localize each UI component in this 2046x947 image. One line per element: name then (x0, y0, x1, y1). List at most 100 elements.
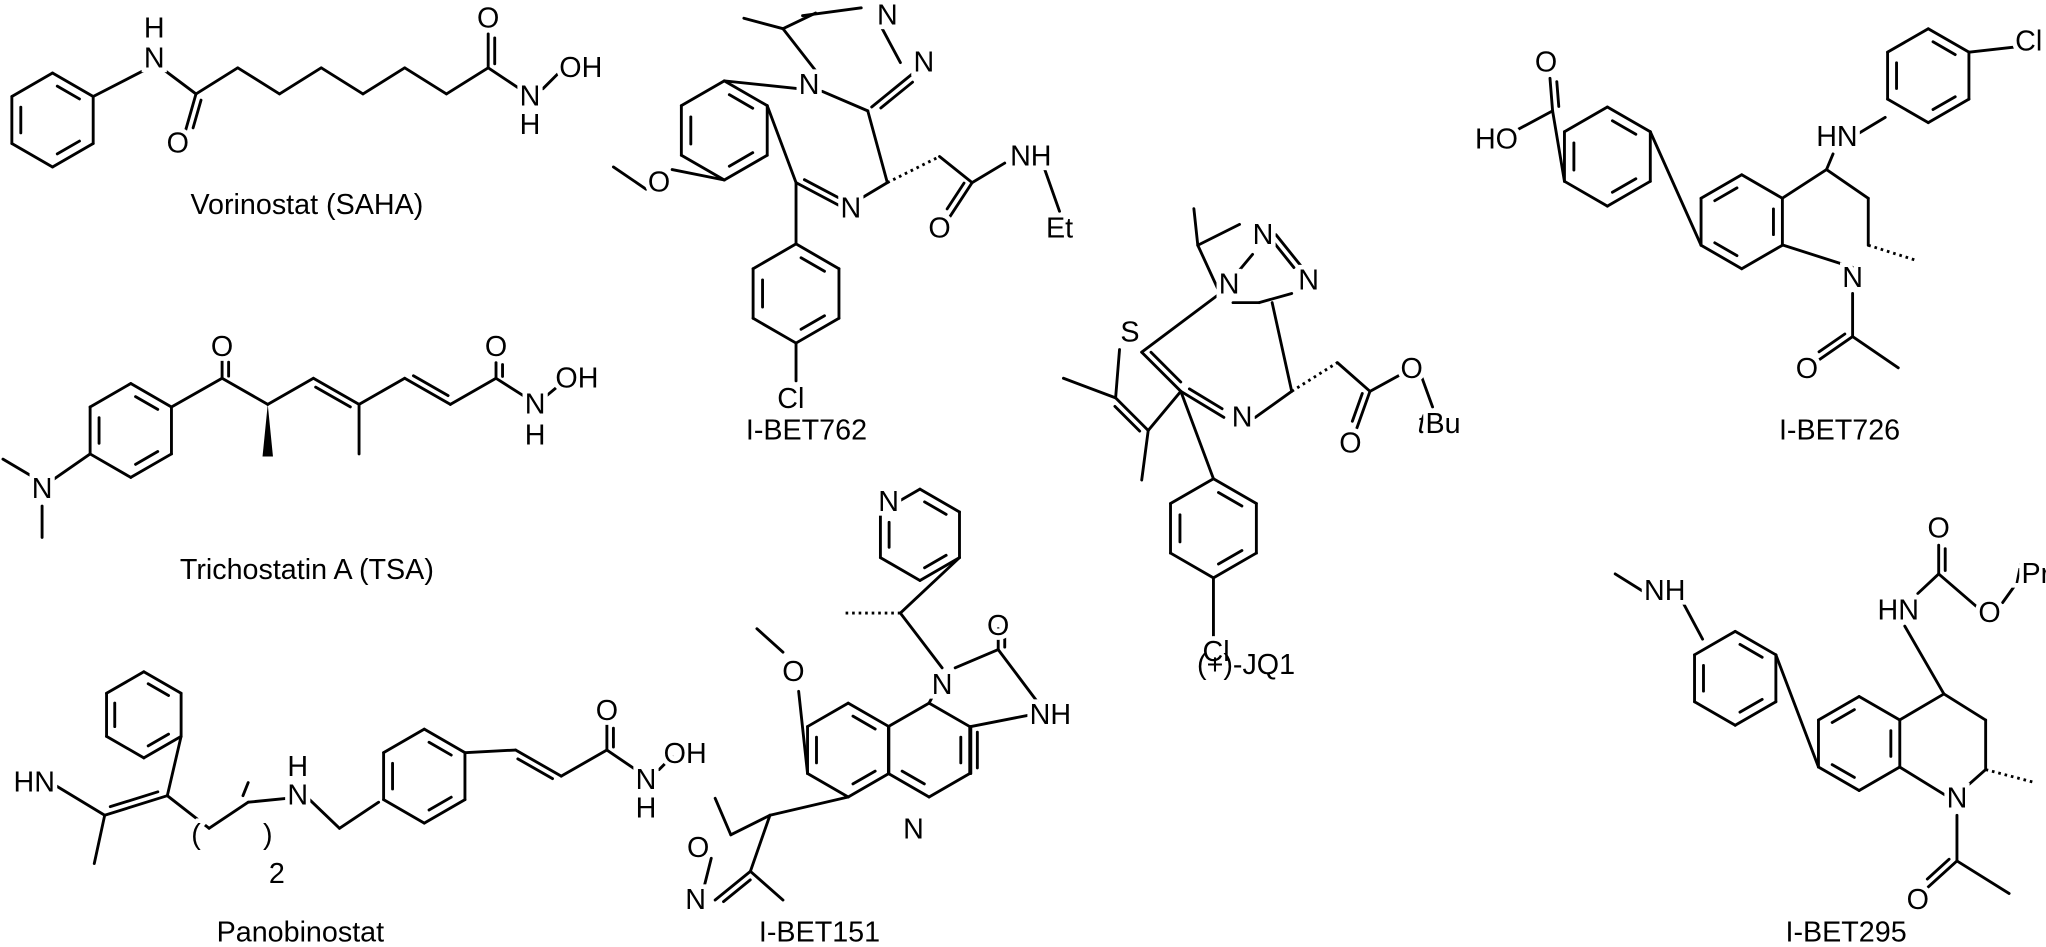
bond (241, 781, 250, 798)
bond (713, 869, 752, 902)
atom-label: O (1978, 597, 2000, 629)
compound-name: I-BET295 (1785, 917, 1906, 947)
bond (91, 69, 146, 98)
bond (866, 109, 889, 185)
bond (142, 670, 183, 695)
atom-label: HN (1878, 594, 1919, 626)
bond (1274, 233, 1304, 269)
atom-label: NH (1644, 575, 1685, 607)
bond (278, 66, 323, 96)
bond (1187, 387, 1224, 411)
bond (403, 66, 448, 96)
bond (1738, 697, 1764, 714)
bond (713, 796, 733, 837)
atom-label: N (878, 486, 899, 518)
bond (918, 556, 961, 582)
bond (886, 772, 931, 799)
atom-label: Et (1046, 212, 1073, 244)
compound-name: I-BET151 (759, 917, 880, 947)
bond (657, 755, 674, 772)
bond (801, 6, 863, 18)
bond (1931, 95, 1957, 111)
bond (382, 798, 426, 825)
bond (722, 153, 769, 182)
compound-name: (+)-JQ1 (1197, 649, 1295, 681)
bond (1931, 40, 1957, 57)
bond (1272, 241, 1296, 269)
bond (851, 769, 877, 786)
bond (361, 66, 407, 96)
bond (1962, 768, 1988, 791)
bond (1179, 389, 1226, 419)
compound-name: Trichostatin A (TSA) (180, 554, 434, 586)
bond (859, 181, 889, 200)
bond (900, 769, 926, 786)
bond (679, 153, 726, 182)
bond (781, 27, 821, 78)
bond (544, 382, 563, 398)
atom-label: N (914, 47, 935, 79)
bond (1955, 859, 2011, 895)
bond (92, 813, 107, 865)
bond (1830, 763, 1856, 779)
atom-label: N (1298, 264, 1319, 296)
bond (1898, 692, 1946, 722)
bond (105, 670, 146, 695)
bond (945, 181, 966, 211)
atom-label: N (520, 81, 541, 113)
bond (1290, 361, 1339, 393)
atom-label: OH (559, 52, 602, 84)
bond (1563, 105, 1609, 134)
atom-label: OH (664, 738, 707, 770)
bond (923, 553, 948, 570)
bond (51, 142, 95, 169)
bond (806, 701, 850, 728)
bond (191, 98, 203, 130)
bond (820, 89, 870, 113)
bond (1179, 389, 1215, 481)
bond (142, 734, 183, 760)
bond (1926, 859, 1959, 889)
atom-label: O (596, 695, 618, 727)
bond (727, 151, 755, 168)
bond (879, 80, 914, 110)
atom-label: NH (1010, 141, 1051, 173)
bond (1140, 350, 1183, 393)
bond (403, 376, 452, 406)
bond (703, 856, 713, 886)
bond (1733, 629, 1778, 657)
bond (1648, 130, 1703, 247)
bond (1350, 392, 1364, 423)
bond (1335, 361, 1372, 393)
bond (494, 376, 527, 398)
bond (246, 796, 289, 804)
bond (923, 500, 948, 516)
atom-label: NH (1030, 699, 1071, 731)
atom-label: N (1219, 268, 1240, 300)
bond (927, 676, 944, 705)
bond (103, 794, 169, 817)
bond (1817, 765, 1861, 792)
bond (1867, 243, 1919, 263)
bond (996, 648, 1039, 704)
bond (165, 734, 183, 798)
bond (1196, 222, 1241, 247)
bond (1062, 376, 1118, 400)
atom-label: O (211, 331, 233, 363)
atom-label: N (32, 473, 53, 505)
bond (1780, 168, 1828, 200)
bond (357, 376, 407, 406)
wedge-bond (262, 404, 273, 457)
bond (1196, 243, 1222, 295)
bond (382, 727, 426, 755)
atom-label: O (1928, 512, 1950, 544)
bond (802, 178, 840, 199)
bond (1942, 692, 1988, 722)
bond (1610, 177, 1638, 194)
bond (1817, 335, 1855, 362)
bond (870, 71, 915, 109)
bond (886, 155, 941, 184)
bond (1270, 301, 1294, 393)
bond (311, 376, 361, 406)
bond (108, 790, 160, 809)
